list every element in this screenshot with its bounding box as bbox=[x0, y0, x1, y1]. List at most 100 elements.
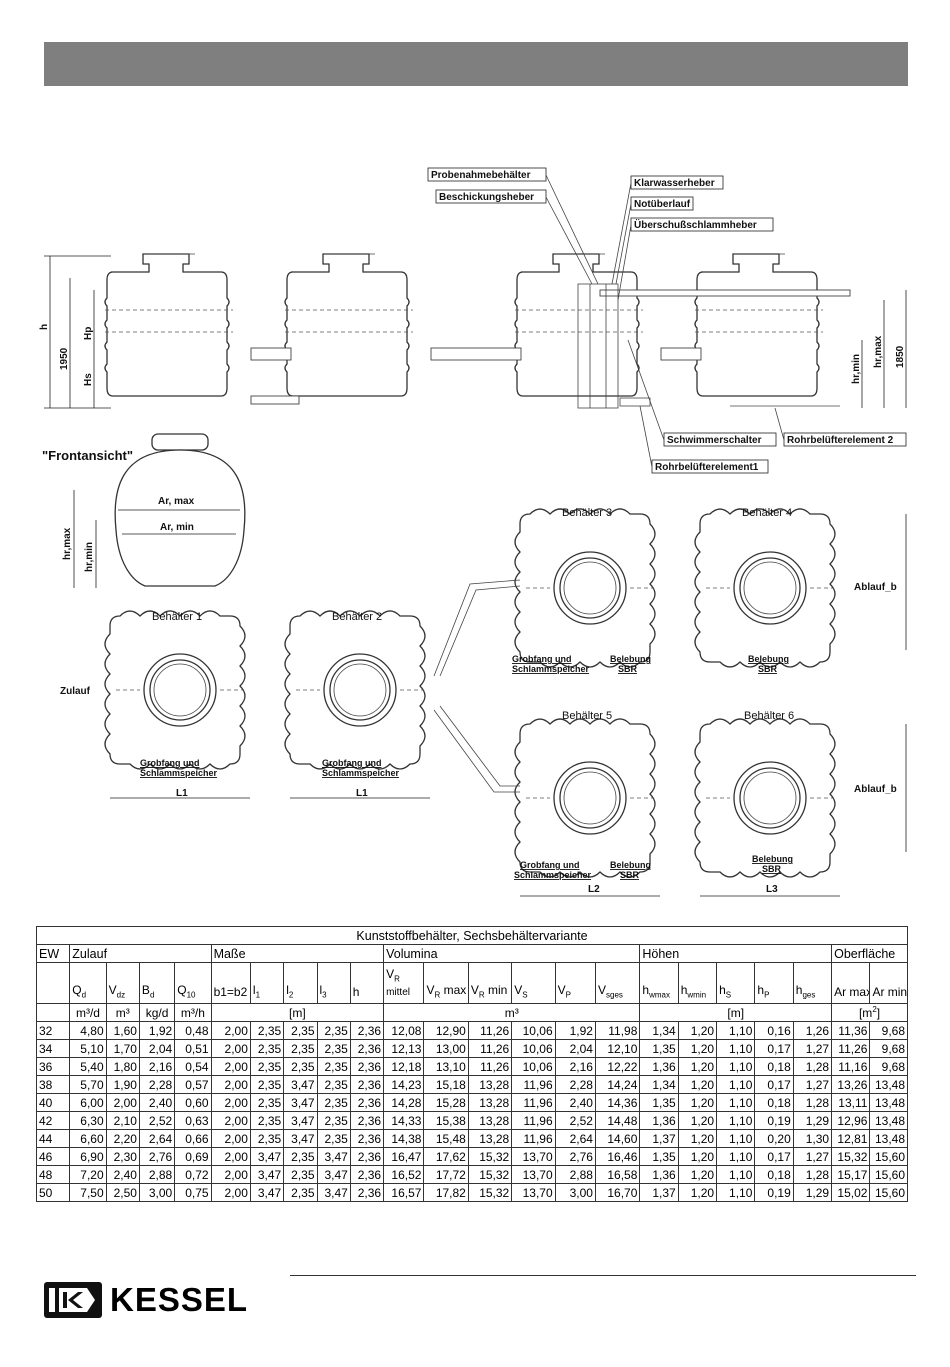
table-cell: 4,80 bbox=[69, 1021, 107, 1040]
table-cell: 2,36 bbox=[349, 1183, 385, 1202]
table-cell: 1,37 bbox=[639, 1183, 679, 1202]
table-cell: 2,28 bbox=[138, 1075, 176, 1094]
table-cell: 13,11 bbox=[831, 1093, 871, 1112]
table-cell: 15,18 bbox=[423, 1075, 469, 1094]
inlet-label: Zulauf bbox=[60, 686, 91, 697]
table-cell: 0,20 bbox=[754, 1129, 794, 1148]
sym-armin: Ar min bbox=[869, 962, 908, 1004]
table-cell: 1,27 bbox=[792, 1075, 833, 1094]
table-cell: 16,46 bbox=[594, 1147, 641, 1166]
table-cell: 2,36 bbox=[349, 1021, 385, 1040]
front-view-title: "Frontansicht" bbox=[42, 448, 133, 463]
table-cell: 1,29 bbox=[792, 1183, 833, 1202]
table-cell: 1,26 bbox=[792, 1021, 833, 1040]
unit-row: m³/d m³ kg/d m³/h [m] m³ [m] [m2] bbox=[35, 1003, 908, 1022]
table-cell: 1,36 bbox=[639, 1057, 679, 1076]
table-cell: 1,10 bbox=[716, 1147, 756, 1166]
table-cell: 0,18 bbox=[754, 1057, 794, 1076]
sym-hp: hP bbox=[754, 962, 794, 1004]
table-cell: 15,32 bbox=[467, 1147, 513, 1166]
table-cell: 5,70 bbox=[69, 1075, 107, 1094]
table-cell: 0,57 bbox=[174, 1075, 212, 1094]
table-cell: 2,00 bbox=[210, 1183, 251, 1202]
table-cell: 17,62 bbox=[423, 1147, 469, 1166]
table-cell: 2,35 bbox=[249, 1093, 285, 1112]
table-cell: 1,27 bbox=[792, 1147, 833, 1166]
caption-grob5a: Grobfang und bbox=[520, 860, 580, 870]
table-cell: 2,04 bbox=[554, 1039, 596, 1058]
table-cell: 2,35 bbox=[283, 1039, 318, 1058]
table-cell: 15,32 bbox=[467, 1183, 513, 1202]
table-cell: 2,36 bbox=[349, 1129, 385, 1148]
label-box-probe bbox=[427, 167, 547, 182]
table-cell: 1,30 bbox=[792, 1129, 833, 1148]
table-cell: 7,50 bbox=[69, 1183, 107, 1202]
table-cell: 16,70 bbox=[594, 1183, 641, 1202]
dim-ar-max: Ar, max bbox=[158, 496, 195, 507]
label-rohr2: Rohrbelüfterelement 2 bbox=[787, 435, 894, 446]
table-cell: 0,48 bbox=[174, 1021, 212, 1040]
label-box-klarwasser bbox=[630, 175, 724, 190]
table-cell: 2,35 bbox=[316, 1111, 351, 1130]
dim-front-hrmax: hr,max bbox=[62, 527, 73, 560]
table-cell: 1,80 bbox=[105, 1057, 140, 1076]
table-cell: 2,00 bbox=[210, 1075, 251, 1094]
table-cell: 2,35 bbox=[249, 1129, 285, 1148]
table-cell: 14,33 bbox=[383, 1111, 425, 1130]
table-cell: 2,28 bbox=[554, 1075, 596, 1094]
table-cell: 12,10 bbox=[594, 1039, 641, 1058]
table-cell: 6,30 bbox=[69, 1111, 107, 1130]
cell-ew: 42 bbox=[35, 1111, 71, 1130]
table-cell: 1,27 bbox=[792, 1039, 833, 1058]
dim-ar-min: Ar, min bbox=[160, 522, 194, 533]
table-cell: 0,54 bbox=[174, 1057, 212, 1076]
table-cell: 14,60 bbox=[594, 1129, 641, 1148]
unit-bd: kg/d bbox=[138, 1003, 176, 1022]
table-cell: 12,96 bbox=[831, 1111, 871, 1130]
table-cell: 2,36 bbox=[349, 1111, 385, 1130]
table-cell: 1,20 bbox=[677, 1057, 718, 1076]
table-cell: 1,35 bbox=[639, 1093, 679, 1112]
table-cell: 2,52 bbox=[554, 1111, 596, 1130]
dim-1850: 1850 bbox=[895, 345, 906, 368]
table-cell: 0,17 bbox=[754, 1039, 794, 1058]
sym-qd: Qd bbox=[69, 962, 107, 1004]
table-cell: 0,69 bbox=[174, 1147, 212, 1166]
label-notueberlauf: Notüberlauf bbox=[634, 199, 691, 210]
table-cell: 11,36 bbox=[831, 1021, 871, 1040]
table-cell: 0,51 bbox=[174, 1039, 212, 1058]
outlet-label-2: Ablauf_b bbox=[854, 784, 897, 795]
table-cell: 1,92 bbox=[554, 1021, 596, 1040]
table-cell: 15,60 bbox=[869, 1183, 908, 1202]
table-cell: 12,90 bbox=[423, 1021, 469, 1040]
sym-vs: VS bbox=[511, 962, 556, 1004]
caption-grob2b: Schlammspeicher bbox=[322, 768, 400, 778]
table-cell: 0,16 bbox=[754, 1021, 794, 1040]
table-cell: 0,63 bbox=[174, 1111, 212, 1130]
table-cell: 16,47 bbox=[383, 1147, 425, 1166]
table-cell: 2,35 bbox=[283, 1021, 318, 1040]
table-cell: 6,60 bbox=[69, 1129, 107, 1148]
table-cell: 16,57 bbox=[383, 1183, 425, 1202]
dim-h: h bbox=[39, 324, 50, 330]
sym-vsges: Vsges bbox=[594, 962, 641, 1004]
table-cell: 1,35 bbox=[639, 1147, 679, 1166]
table-cell: 2,00 bbox=[210, 1039, 251, 1058]
unit-q10: m³/h bbox=[174, 1003, 212, 1022]
table-cell: 2,00 bbox=[210, 1021, 251, 1040]
table-cell: 15,28 bbox=[423, 1093, 469, 1112]
table-cell: 1,35 bbox=[639, 1039, 679, 1058]
tank-label-2: Behälter 2 bbox=[332, 611, 382, 623]
caption-grob2a: Grobfang und bbox=[322, 758, 382, 768]
table-cell: 2,16 bbox=[138, 1057, 176, 1076]
caption-bel6b: SBR bbox=[762, 864, 782, 874]
table-cell: 2,00 bbox=[210, 1147, 251, 1166]
table-cell: 11,16 bbox=[831, 1057, 871, 1076]
table-cell: 15,17 bbox=[831, 1165, 871, 1184]
table-cell: 12,13 bbox=[383, 1039, 425, 1058]
table-cell: 2,20 bbox=[105, 1129, 140, 1148]
spec-table: Kunststoffbehälter, Sechsbehältervariant… bbox=[35, 926, 908, 1202]
